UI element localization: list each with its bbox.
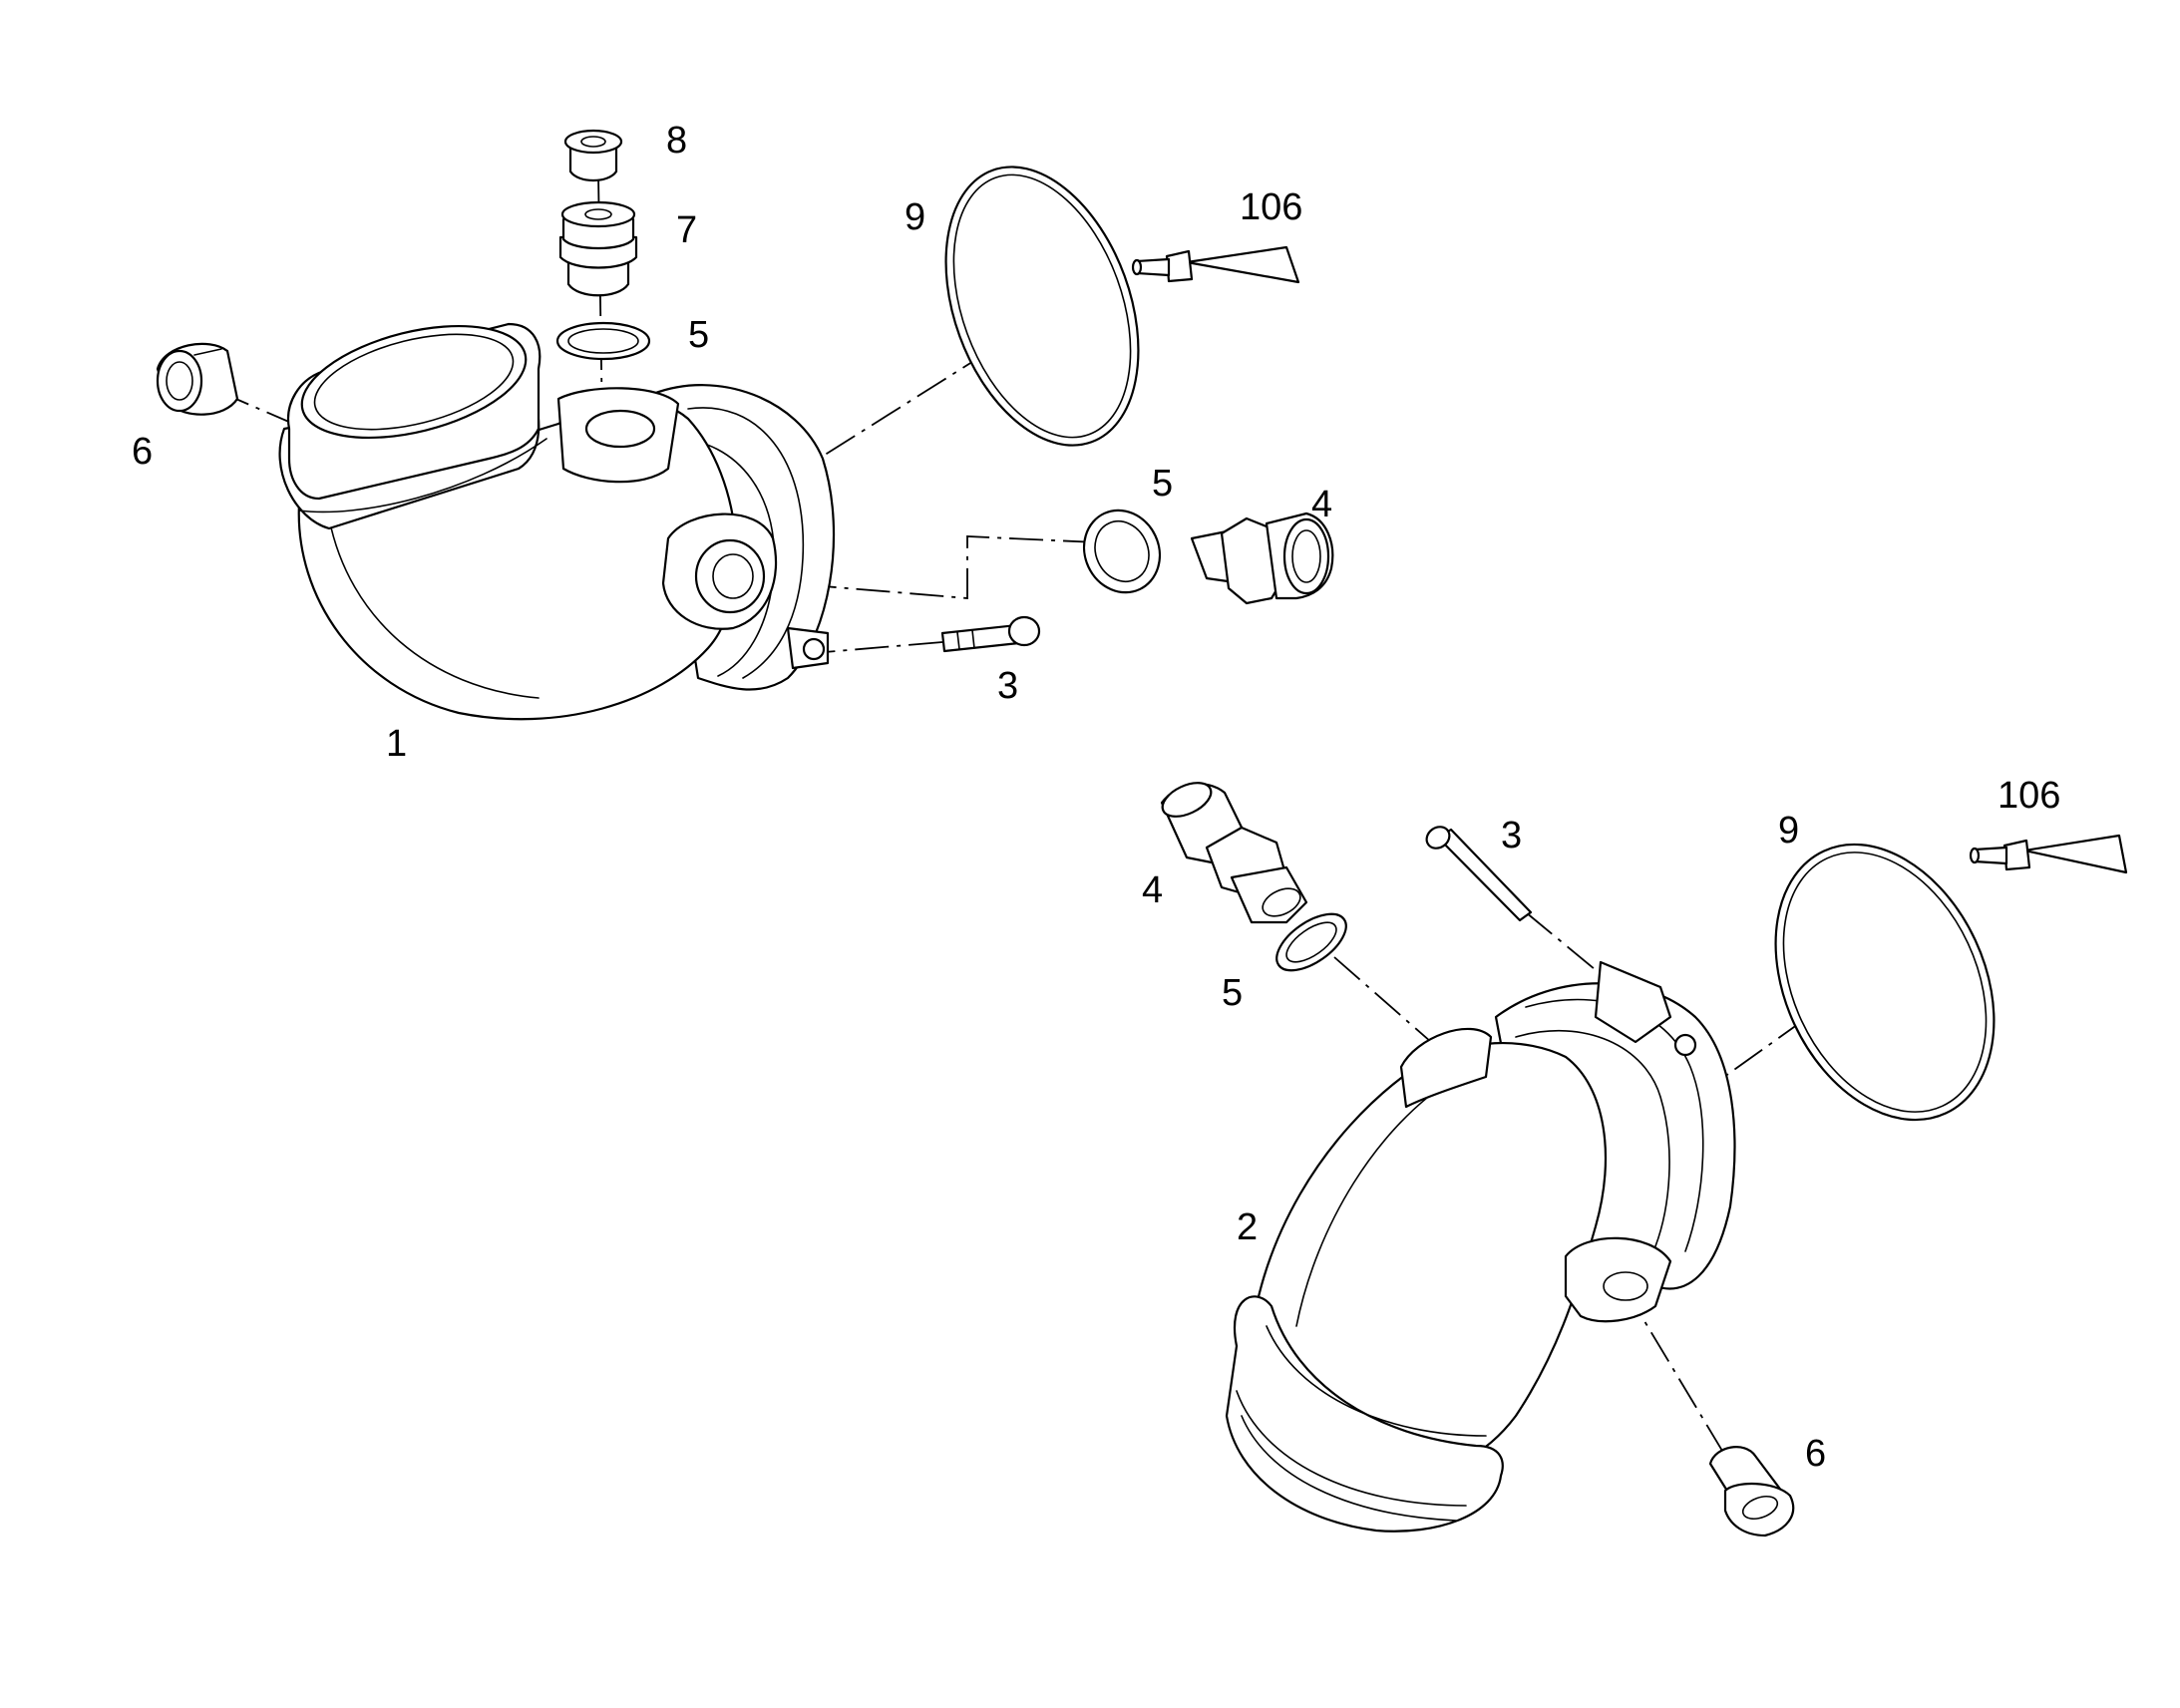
callout-top-oring: 9 [905, 196, 925, 238]
callout-bottom-plug: 6 [1805, 1433, 1826, 1475]
housing-2-top-boss [1399, 1027, 1493, 1109]
plug-side [156, 342, 239, 416]
housing-1-outlet-bore [712, 553, 754, 599]
plug-small-head [563, 129, 623, 155]
callout-top-washer-plug: 5 [688, 314, 709, 356]
housing-1-inlet-opening [300, 324, 528, 440]
sealant-tube-bottom [1969, 834, 2128, 874]
plug-bottom [1708, 1446, 1795, 1537]
housing-1-screw-lug-hole [802, 637, 826, 661]
screw-top [940, 615, 1041, 653]
bottom-assembly [1160, 782, 2128, 1537]
fitting-bottom-opening [1161, 782, 1213, 818]
screw-top-head [1007, 615, 1041, 647]
callout-labels: 8 7 5 9 106 6 5 4 3 1 106 9 3 4 5 2 6 [132, 120, 2060, 1475]
sealant-tube-top [1131, 245, 1300, 284]
washer-fitting [1082, 509, 1162, 594]
callout-top-fitting: 4 [1311, 484, 1332, 525]
fitting-top [1190, 512, 1334, 605]
housing-2-bottom-boss [1564, 1236, 1672, 1323]
leader-top-oring [802, 320, 1038, 470]
leader-top-fitting [727, 535, 1098, 599]
housing-2-flange-rib [1525, 998, 1704, 1252]
callout-bottom-sealant: 106 [1998, 775, 2060, 817]
housing-2-neck-line [1266, 1325, 1487, 1437]
housing-1-outlet-hole [694, 538, 766, 614]
callout-top-washer-fitting: 5 [1152, 463, 1173, 505]
screw-bottom-head [1425, 826, 1451, 850]
leader-top-screw [812, 641, 943, 654]
callout-bottom-screw: 3 [1501, 815, 1522, 856]
callout-bottom-housing: 2 [1237, 1206, 1258, 1248]
washer-bottom [1275, 912, 1347, 972]
callout-top-housing: 1 [386, 723, 407, 765]
housing-2-screw-lug [1594, 960, 1672, 1044]
housing-1-inlet-groove [298, 438, 547, 513]
leader-bottom-washer [1333, 956, 1432, 1043]
callout-top-plug-side: 6 [132, 431, 153, 473]
callout-top-screw: 3 [997, 665, 1018, 707]
callout-bottom-fitting: 4 [1142, 869, 1163, 911]
housing-1-boss-top-hole [584, 409, 656, 449]
callout-top-plug-small: 8 [666, 120, 687, 162]
housing-2 [1225, 960, 1736, 1533]
fitting-top-opening [1282, 517, 1330, 595]
callout-top-plug-large: 7 [676, 209, 697, 251]
washer-plug [555, 321, 651, 361]
screw-bottom [1425, 826, 1533, 922]
plug-small [563, 129, 623, 182]
oring-bottom [1774, 843, 1996, 1122]
housing-1-inlet-lip [313, 333, 515, 431]
housing-2-flange-rib-2 [1515, 1029, 1670, 1247]
plug-large-hex-top [560, 200, 636, 228]
housing-1 [278, 322, 836, 721]
housing-2-outlet-groove-2 [1241, 1415, 1457, 1522]
housing-2-outlet-groove [1236, 1390, 1467, 1507]
callout-bottom-oring: 9 [1778, 810, 1799, 852]
housing-2-elbow [1250, 1041, 1608, 1478]
callout-bottom-washer: 5 [1222, 972, 1243, 1014]
plug-side-head [156, 349, 203, 413]
fitting-bottom [1160, 782, 1308, 924]
housing-1-elbow-contour [328, 517, 540, 699]
plug-large [558, 200, 638, 297]
housing-2-screw-lug-hole [1673, 1033, 1697, 1057]
oring-top [944, 166, 1140, 447]
callout-top-sealant: 106 [1240, 186, 1302, 228]
top-assembly [156, 129, 1334, 721]
housing-1-flange-rib [687, 407, 805, 679]
